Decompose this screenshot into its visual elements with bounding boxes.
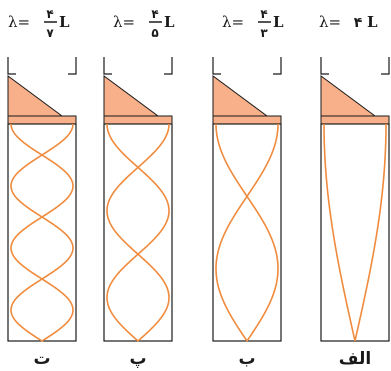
fraction-denominator: ۷ (46, 26, 54, 40)
fraction-denominator: ۵ (151, 26, 158, 40)
tube-body (320, 123, 390, 342)
panel-label: ت (33, 349, 50, 369)
speaker-plate (103, 115, 173, 125)
formula-whole-number: ۴ (354, 15, 363, 31)
formula-prefix: λ= (113, 13, 135, 31)
formula-suffix: L (273, 13, 284, 31)
formula-suffix: L (59, 13, 70, 31)
formula-prefix: λ= (8, 13, 30, 31)
tube-top-right-stub (68, 57, 77, 75)
formula-suffix: L (367, 13, 378, 31)
speaker-wedge (7, 75, 64, 117)
panel-label: ب (238, 349, 255, 369)
fraction-numerator: ۴ (46, 7, 53, 21)
fraction-numerator: ۴ (151, 7, 158, 21)
panel-alef: λ= ۴ L الف (319, 13, 390, 369)
standing-wave-curve-b (323, 124, 356, 342)
standing-wave-curve-b (106, 123, 170, 342)
speaker-plate (212, 115, 282, 125)
standing-wave-curve-a (354, 124, 387, 342)
panel-label: پ (129, 349, 146, 369)
tube-top-right-stub (273, 57, 282, 75)
fraction-numerator: ۴ (260, 7, 267, 21)
panel-label: الف (339, 349, 371, 369)
tube-top-left-stub (7, 57, 16, 75)
standing-wave-curve-a (10, 123, 74, 342)
standing-wave-curve-b (215, 123, 279, 342)
tube-top-left-stub (320, 57, 329, 75)
fraction-denominator: ۳ (260, 26, 268, 40)
standing-wave-curve-b (10, 123, 74, 342)
tube-top-right-stub (381, 57, 390, 75)
standing-wave-curve-a (106, 123, 170, 342)
tube-top-left-stub (103, 57, 112, 75)
speaker-wedge (212, 75, 269, 117)
speaker-plate (7, 115, 77, 125)
tube-top-left-stub (212, 57, 221, 75)
panel-b: λ= ۴ ۳ L ب (212, 7, 284, 369)
tube-body (7, 123, 77, 342)
panel-t: λ= ۴ ۷ L ت (7, 7, 77, 369)
speaker-wedge (320, 75, 377, 117)
panel-p: λ= ۴ ۵ L پ (103, 7, 175, 369)
speaker-plate (320, 115, 390, 125)
tube-body (103, 123, 173, 342)
formula-prefix: λ= (222, 13, 244, 31)
formula-suffix: L (164, 13, 175, 31)
tube-top-right-stub (164, 57, 173, 75)
speaker-wedge (103, 75, 160, 117)
standing-wave-curve-a (215, 123, 279, 342)
formula-prefix: λ= (319, 13, 341, 31)
